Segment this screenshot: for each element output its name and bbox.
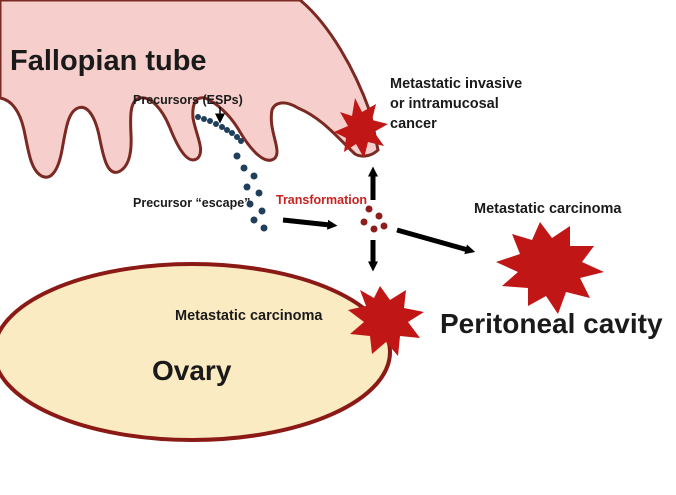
fallopian-tube (0, 0, 380, 179)
ovary (0, 262, 392, 442)
label-peritoneal-cavity: Peritoneal cavity (440, 308, 663, 339)
tumor-peritoneal (496, 222, 604, 314)
label-ovary: Ovary (152, 355, 232, 386)
label-metastatic-invasive-1: Metastatic invasive (390, 76, 522, 92)
label-metastatic-carcinoma-ovary: Metastatic carcinoma (175, 308, 323, 324)
label-precursors: Precursors (ESPs) (133, 93, 243, 107)
transformed-cells (360, 205, 388, 233)
tumor-tube (334, 98, 388, 158)
label-metastatic-invasive-3: cancer (390, 116, 437, 132)
label-metastatic-invasive-2: or intramucosal (390, 96, 499, 112)
arrow-transformation (282, 217, 338, 230)
label-fallopian-tube: Fallopian tube (10, 45, 207, 77)
escaping-cells (233, 152, 268, 232)
label-precursor-escape: Precursor “escape” (133, 196, 250, 210)
label-transformation: Transformation (276, 193, 367, 207)
label-metastatic-carcinoma-right: Metastatic carcinoma (474, 201, 622, 217)
arrow-right (396, 227, 476, 255)
precursor-cells (195, 114, 244, 144)
tumor-ovary (348, 286, 424, 356)
